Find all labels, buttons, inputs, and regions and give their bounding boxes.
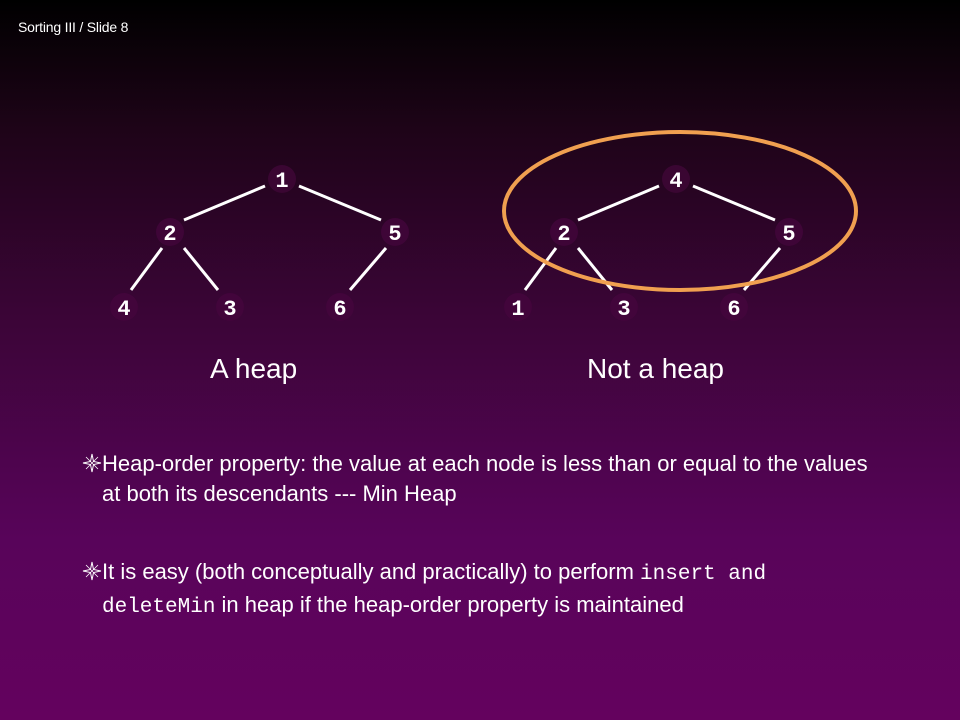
bullet-text-part: in heap if the heap-order property is ma… <box>215 592 684 617</box>
edge <box>182 247 220 291</box>
node-value: 3 <box>223 297 236 322</box>
caption-not-heap: Not a heap <box>587 353 724 384</box>
node-value: 1 <box>511 297 524 322</box>
edge <box>523 247 558 291</box>
edge <box>692 184 776 222</box>
bullet-text: It is easy (both conceptually and practi… <box>102 557 882 623</box>
edge <box>577 184 660 222</box>
node-value: 5 <box>388 222 401 247</box>
bullet-star-icon <box>82 561 102 581</box>
tree-node: 1 <box>504 293 532 322</box>
node-value: 4 <box>669 169 682 194</box>
bullet-heap-order: Heap-order property: the value at each n… <box>82 449 882 509</box>
node-value: 4 <box>117 297 130 322</box>
tree-node: 5 <box>381 218 409 247</box>
bullet-insert-deletemin: It is easy (both conceptually and practi… <box>82 557 882 623</box>
slide-label: Sorting III / Slide 8 <box>18 19 129 35</box>
tree-node: 2 <box>550 218 578 247</box>
edge <box>298 184 382 222</box>
bullet-text-part: It is easy (both conceptually and practi… <box>102 559 641 584</box>
node-value: 6 <box>727 297 740 322</box>
tree-node: 6 <box>326 293 354 322</box>
right-tree-nodes: 4 2 5 1 3 6 <box>504 165 803 322</box>
tree-node: 1 <box>268 165 296 194</box>
node-value: 1 <box>275 169 288 194</box>
bullet-text: Heap-order property: the value at each n… <box>102 451 868 506</box>
tree-node: 6 <box>720 293 748 322</box>
code-insert-deletemin: insert and deleteMin <box>102 563 767 619</box>
node-value: 2 <box>163 222 176 247</box>
caption-heap: A heap <box>210 353 298 384</box>
violation-highlight-ellipse <box>502 130 858 292</box>
tree-node: 3 <box>610 293 638 322</box>
bullet-star-icon <box>82 453 102 473</box>
tree-node: 5 <box>775 218 803 247</box>
node-value: 5 <box>782 222 795 247</box>
edge <box>348 247 388 291</box>
tree-node: 4 <box>110 293 138 322</box>
tree-node: 3 <box>216 293 244 322</box>
tree-edges <box>129 184 782 291</box>
edge <box>129 247 164 291</box>
node-value: 3 <box>617 297 630 322</box>
tree-node: 4 <box>662 165 690 194</box>
left-tree-nodes: 1 2 5 4 3 6 <box>110 165 409 322</box>
edge <box>183 184 266 222</box>
node-value: 2 <box>557 222 570 247</box>
tree-node: 2 <box>156 218 184 247</box>
node-value: 6 <box>333 297 346 322</box>
